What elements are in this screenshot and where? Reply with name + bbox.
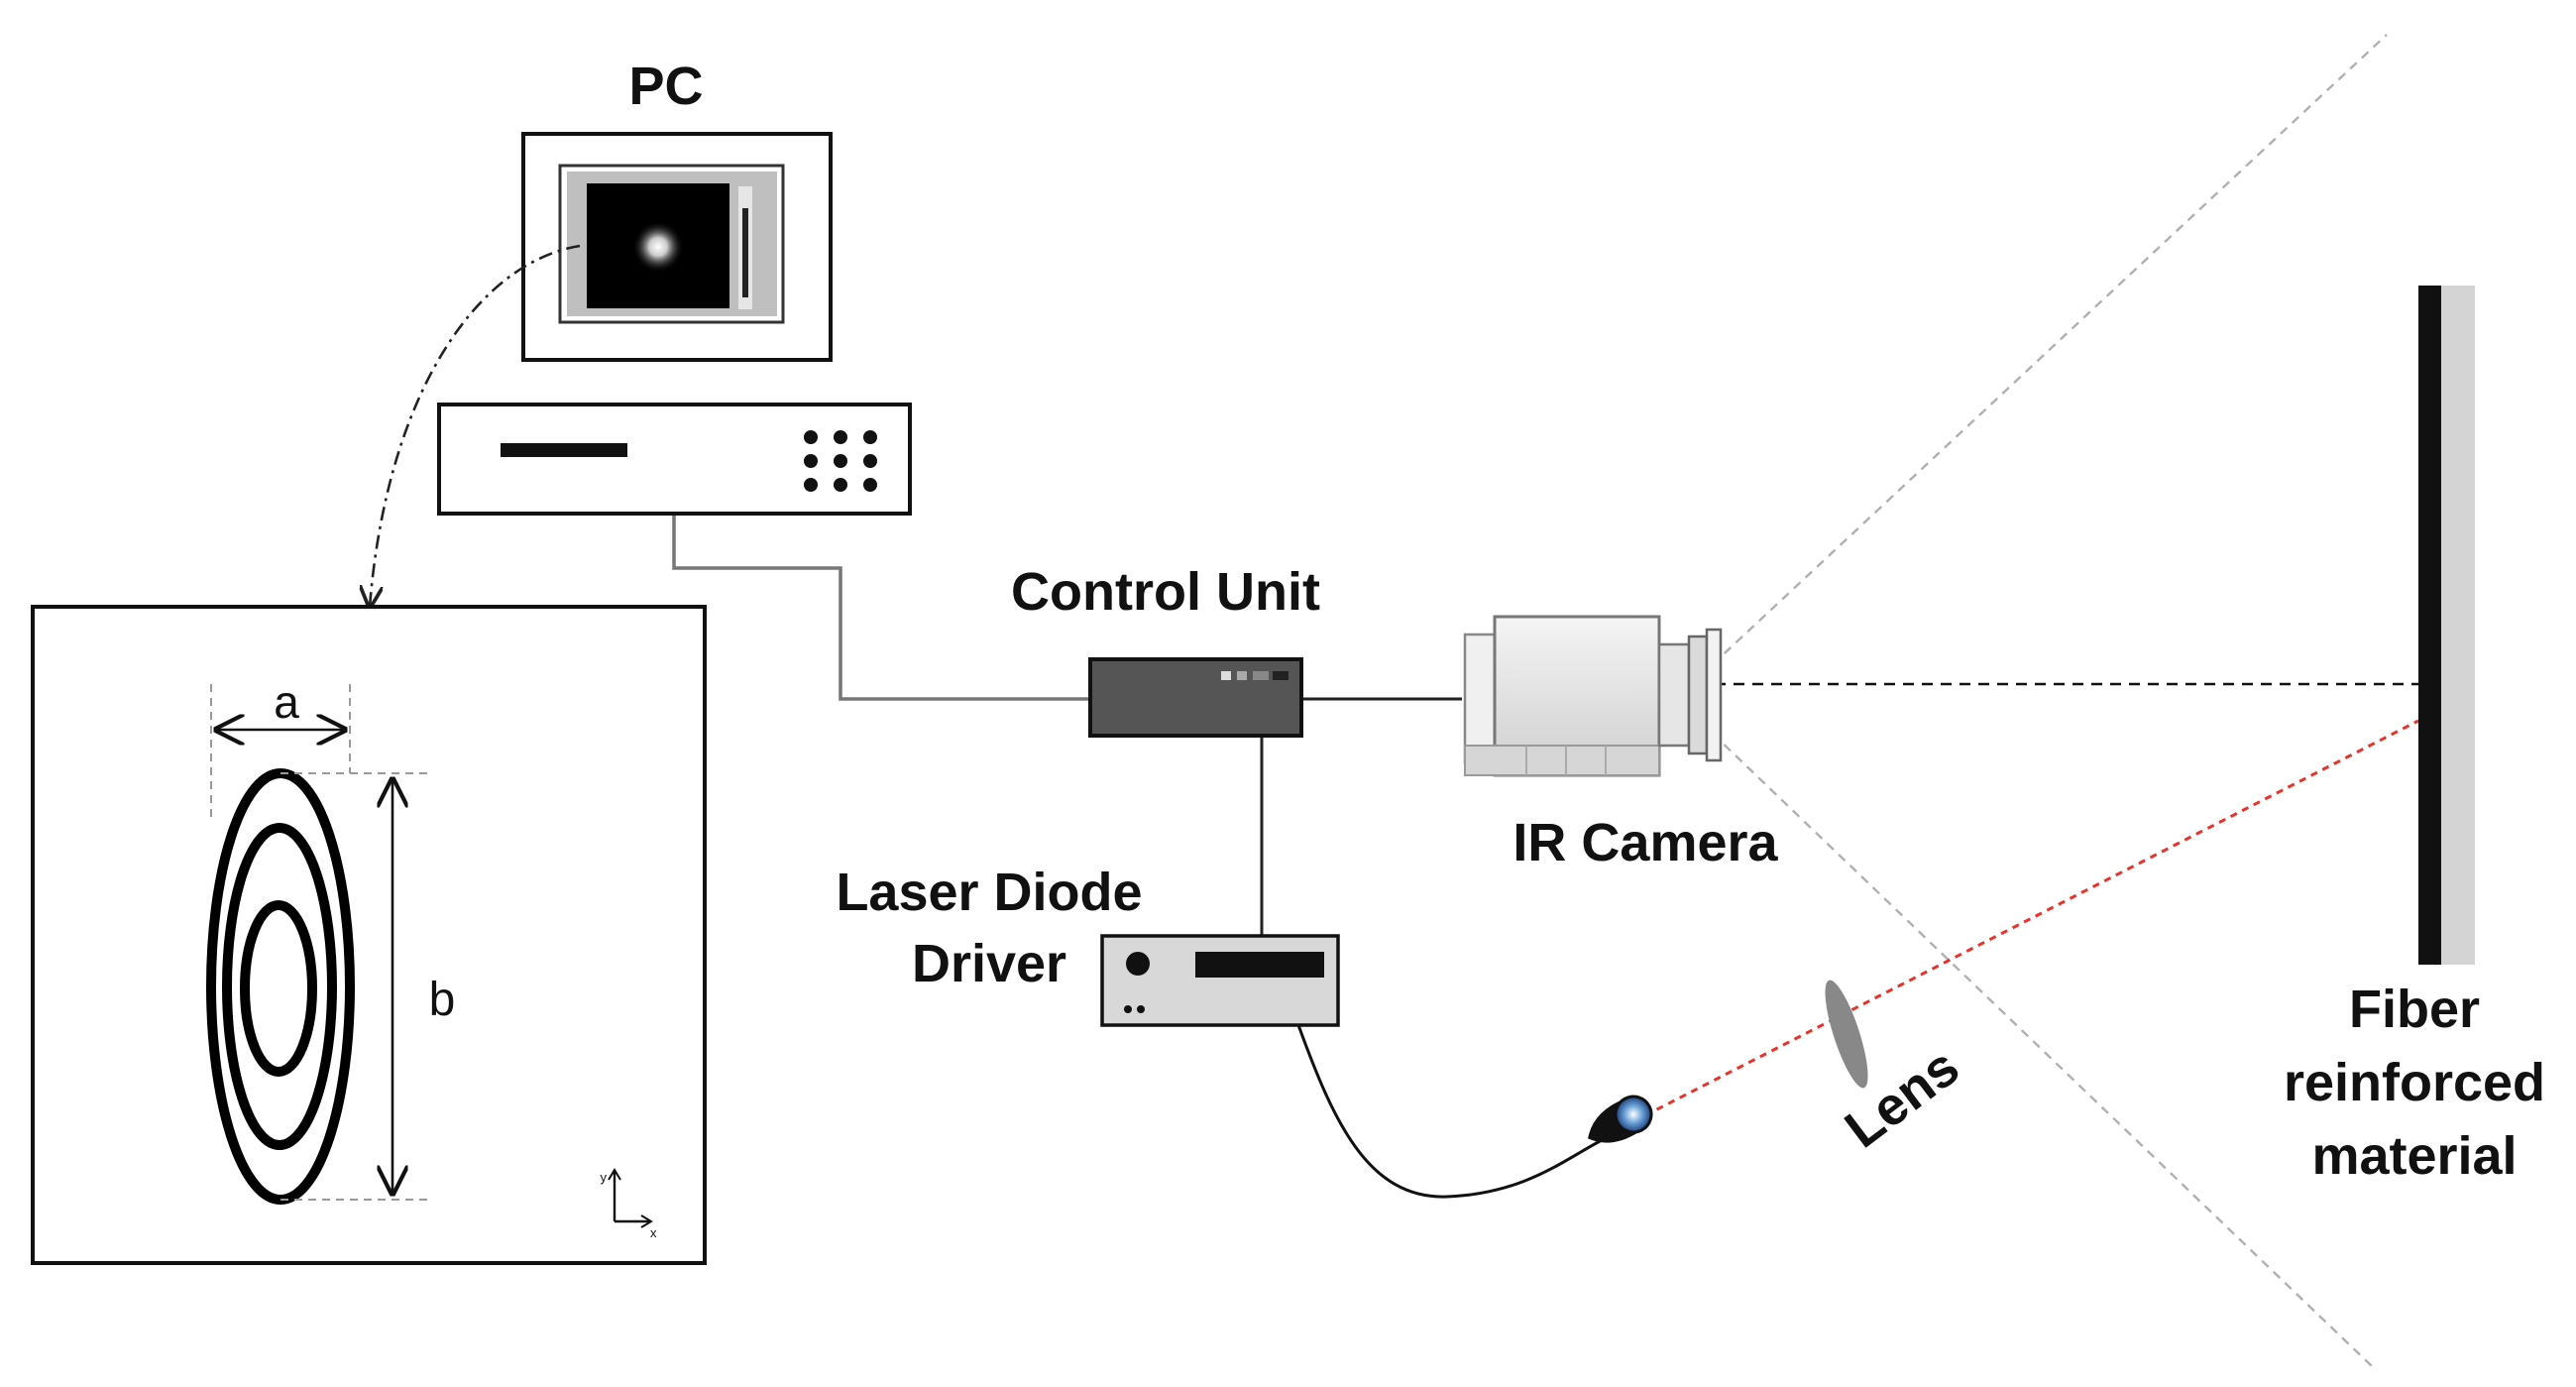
axis-y-label: y [601,1170,608,1185]
laser-diode-driver [1100,934,1340,1027]
thermogram-panel: a b y x [31,605,707,1265]
hot-spot [632,221,684,273]
laser-beam [1644,719,2419,1117]
button-grid [804,430,877,492]
laser-driver-label-line2: Driver [912,934,1066,993]
dimension-a-label: a [274,676,299,728]
disk-slot [501,443,627,457]
pc-cable [672,516,1090,701]
driver-display [1195,952,1324,978]
axis-indicator: y x [601,1168,657,1240]
pc-label: PC [628,57,703,116]
lens [1825,980,1868,1089]
isotherm-middle [222,823,337,1150]
ir-camera-label: IR Camera [1512,813,1778,872]
fiber-label-line3: material [2311,1126,2517,1186]
laser-head [1588,1095,1653,1143]
camera-field-of-view [1712,34,2418,1367]
driver-knob [1126,952,1150,976]
fiber-label-line2: reinforced [2284,1053,2545,1112]
pc-base-unit [437,403,912,516]
ir-camera [1463,615,1723,777]
fiber-reinforced-sample [2418,286,2475,965]
laser-fiber-cable [1296,1024,1607,1199]
fiber-label-line1: Fiber [2349,980,2480,1039]
laser-driver-label-line1: Laser Diode [836,863,1142,922]
image-transfer-arrow [370,244,581,607]
dimension-b-label: b [429,974,456,1026]
isotherm-inner [240,900,317,1077]
control-unit [1088,657,1303,738]
control-unit-label: Control Unit [1011,562,1320,622]
axis-x-label: x [650,1225,657,1240]
pc-monitor [521,132,833,362]
